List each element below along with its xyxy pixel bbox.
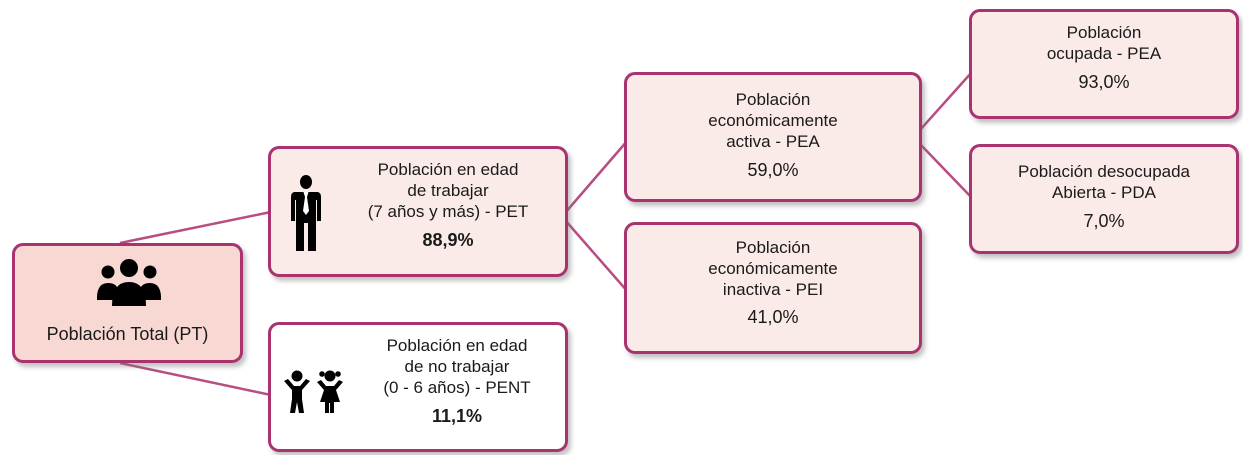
man-in-suit-icon: [291, 175, 321, 251]
ocupada-line-1: Población: [1066, 23, 1142, 42]
connector-pea-desocupada: [919, 143, 973, 199]
connector-pea-ocupada: [919, 71, 973, 131]
ocupada-value: 93,0%: [1078, 72, 1130, 92]
children-icon: [284, 370, 343, 413]
ocupada-text: Población ocupada - PEA 93,0%: [972, 22, 1236, 93]
pet-line-2: de trabajar: [407, 181, 489, 200]
pea-line-3: activa - PEA: [726, 132, 820, 151]
pea-text: Población económicamente activa - PEA 59…: [627, 89, 919, 181]
node-desocupada: Población desocupada Abierta - PDA 7,0%: [969, 144, 1239, 254]
pet-text: Población en edad de trabajar (7 años y …: [331, 159, 565, 251]
node-pei: Población económicamente inactiva - PEI …: [624, 222, 922, 354]
pet-line-3: (7 años y más) - PET: [367, 202, 529, 221]
pent-line-3: (0 - 6 años) - PENT: [383, 378, 531, 397]
connector-pt-pent: [119, 361, 272, 397]
connector-pet-pea: [564, 139, 629, 214]
ocupada-line-2: ocupada - PEA: [1046, 44, 1162, 63]
node-pt-label: Población Total (PT): [46, 324, 209, 344]
pent-value: 11,1%: [431, 406, 483, 426]
pea-line-2: económicamente: [708, 111, 838, 130]
pent-text: Población en edad de no trabajar (0 - 6 …: [349, 335, 565, 427]
pea-line-1: Población: [735, 90, 811, 109]
pei-line-3: inactiva - PEI: [722, 280, 824, 299]
desocupada-line-2: Abierta - PDA: [1052, 183, 1156, 202]
pei-line-2: económicamente: [708, 259, 838, 278]
node-pet: Población en edad de trabajar (7 años y …: [268, 146, 568, 277]
pei-value: 41,0%: [747, 307, 799, 327]
pei-text: Población económicamente inactiva - PEI …: [627, 237, 919, 328]
pent-line-2: de no trabajar: [404, 357, 510, 376]
connector-pt-pet: [119, 210, 272, 245]
node-ocupada: Población ocupada - PEA 93,0%: [969, 9, 1239, 119]
pea-value: 59,0%: [747, 160, 799, 180]
node-poblacion-total: Población Total (PT): [12, 243, 243, 363]
desocupada-text: Población desocupada Abierta - PDA 7,0%: [972, 161, 1236, 232]
pent-line-1: Población en edad: [386, 336, 528, 355]
pet-value: 88,9%: [422, 230, 474, 250]
people-group-icon: [97, 259, 161, 306]
node-pent: Población en edad de no trabajar (0 - 6 …: [268, 322, 568, 452]
connector-pet-pei: [564, 219, 629, 293]
desocupada-value: 7,0%: [1083, 211, 1125, 231]
pet-line-1: Población en edad: [377, 160, 519, 179]
desocupada-line-1: Población desocupada: [1017, 162, 1191, 181]
pei-line-1: Población: [735, 238, 811, 257]
node-pea: Población económicamente activa - PEA 59…: [624, 72, 922, 202]
